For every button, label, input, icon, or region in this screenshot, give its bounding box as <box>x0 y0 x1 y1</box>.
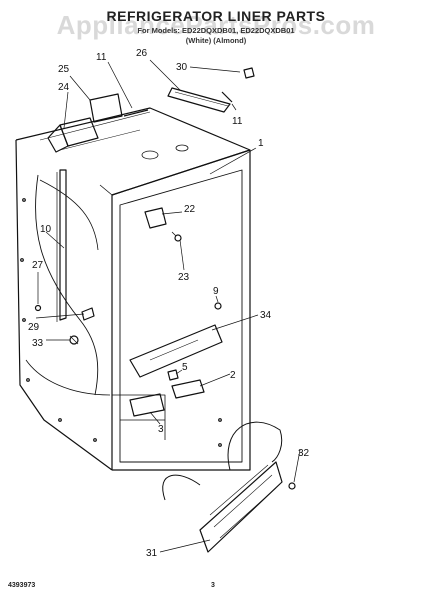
leader-lines <box>35 59 301 553</box>
watermark: AppliancePartsPros.com <box>56 10 376 40</box>
callout-31: 31 <box>146 548 158 559</box>
callout-32: 32 <box>298 448 310 459</box>
screw-32 <box>288 482 296 490</box>
diagram-title: REFRIGERATOR LINER PARTS <box>106 8 326 24</box>
part-5 <box>167 369 179 381</box>
callout-29: 29 <box>28 322 40 333</box>
callout-1: 1 <box>258 138 264 149</box>
color-variants: (White) (Almond) <box>185 36 247 45</box>
callout-labels: 25 11 26 30 24 11 1 22 10 23 27 9 34 29 … <box>28 48 310 559</box>
callout-9: 9 <box>213 286 219 297</box>
callout-26: 26 <box>136 48 148 59</box>
callout-11-top: 11 <box>96 52 107 63</box>
callout-22: 22 <box>184 204 196 215</box>
callout-24: 24 <box>58 82 70 93</box>
screw-11b <box>221 91 233 103</box>
top-bracket-assembly <box>47 93 123 153</box>
callout-2: 2 <box>230 370 236 381</box>
clip-29 <box>81 307 95 321</box>
hinge-bracket <box>167 87 231 113</box>
screw-11a <box>123 109 149 117</box>
callout-5: 5 <box>182 362 188 373</box>
screw-23 <box>171 231 182 242</box>
bracket-2 <box>171 379 205 399</box>
vertical-rail <box>56 169 67 322</box>
model-numbers: For Models: ED22DQXDB01, ED22DQXDB01 <box>137 26 295 35</box>
shelf-cover <box>129 324 223 378</box>
callout-33: 33 <box>32 338 44 349</box>
liner-cabinet <box>15 107 251 471</box>
screw-27 <box>34 304 42 312</box>
callout-23: 23 <box>178 272 190 283</box>
screw-9 <box>214 302 222 310</box>
part-33 <box>69 335 79 345</box>
clip-part <box>243 67 255 79</box>
callout-11-right: 11 <box>232 116 243 127</box>
callout-30: 30 <box>176 62 188 73</box>
callout-25: 25 <box>58 64 70 75</box>
part-code: 4393973 <box>8 582 36 589</box>
callout-34: 34 <box>260 310 272 321</box>
callout-27: 27 <box>32 260 44 271</box>
crisper-frame <box>162 421 283 553</box>
bracket-22 <box>144 207 167 229</box>
callout-3: 3 <box>158 424 164 435</box>
bracket-3 <box>129 393 165 417</box>
page-number: 3 <box>211 582 215 589</box>
callout-10: 10 <box>40 224 52 235</box>
